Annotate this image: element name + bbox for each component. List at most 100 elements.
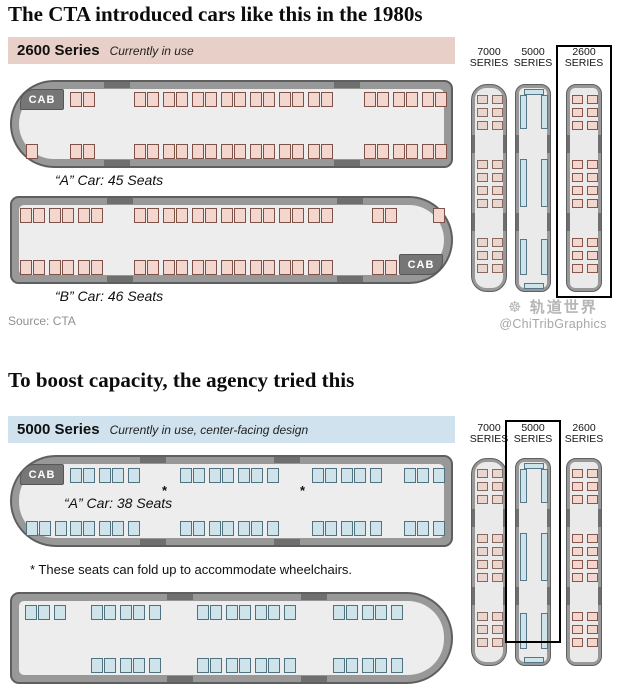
seat (255, 605, 267, 620)
seat (209, 521, 221, 536)
cab-label: CAB (20, 89, 64, 110)
seat (292, 144, 304, 159)
seat (250, 92, 262, 107)
caption-car-b-2600: “B” Car: 46 Seats (55, 288, 164, 304)
seat (120, 658, 132, 673)
mini-seat (477, 121, 488, 130)
seat (147, 208, 159, 223)
seat (192, 92, 204, 107)
mini-seat (492, 199, 503, 208)
series-column-header-7000: 7000 SERIES (464, 47, 514, 69)
seat (391, 658, 403, 673)
seat (83, 521, 95, 536)
seat (210, 605, 222, 620)
seat (362, 658, 374, 673)
seat (54, 605, 66, 620)
seat (25, 605, 37, 620)
door-mark (301, 676, 327, 682)
mini-seat (520, 533, 527, 581)
mini-seat (572, 264, 583, 273)
train-car-5000-b-partial (10, 592, 453, 684)
seat (354, 468, 366, 483)
mini-seat (520, 469, 527, 503)
seat (433, 521, 445, 536)
seat (99, 468, 111, 483)
seat (221, 92, 233, 107)
seat (226, 605, 238, 620)
mini-seat (477, 238, 488, 247)
mini-seat (492, 495, 503, 504)
seat (192, 260, 204, 275)
series-word: SERIES (513, 57, 553, 69)
seat (308, 208, 320, 223)
mini-seat (587, 238, 598, 247)
seat (377, 144, 389, 159)
seat (341, 468, 353, 483)
seat (134, 144, 146, 159)
mini-car-7000-top (471, 84, 507, 292)
seat (251, 468, 263, 483)
mini-seat (492, 469, 503, 478)
seat (83, 92, 95, 107)
mini-seat (587, 186, 598, 195)
series-column-header-5000-s2: 5000 SERIES (508, 423, 558, 445)
selected-series-highlight-2600 (556, 45, 612, 298)
seat (20, 260, 32, 275)
seat (99, 521, 111, 536)
mini-seat (477, 251, 488, 260)
series-word: SERIES (469, 57, 509, 69)
seat (39, 521, 51, 536)
seat (385, 208, 397, 223)
mini-door-mark (598, 135, 601, 153)
seat (70, 92, 82, 107)
mini-seat (587, 251, 598, 260)
mini-seat (587, 173, 598, 182)
seat (422, 144, 434, 159)
seat (393, 144, 405, 159)
series-number: 7000 (477, 422, 501, 434)
seat (234, 92, 246, 107)
rail-world-logo-text: 轨道世界 (529, 299, 598, 316)
seat (70, 468, 82, 483)
series-number: 5000 (521, 422, 545, 434)
mini-seat (572, 238, 583, 247)
mini-seat (492, 173, 503, 182)
mini-seat (572, 573, 583, 582)
series-column-header-7000-s2: 7000 SERIES (464, 423, 514, 445)
mini-seat (477, 547, 488, 556)
seat (205, 92, 217, 107)
mini-seat (477, 160, 488, 169)
seat (163, 260, 175, 275)
mini-car-5000-bottom (515, 458, 551, 666)
mini-seat (587, 495, 598, 504)
seat (385, 260, 397, 275)
seat (268, 605, 280, 620)
seat (279, 144, 291, 159)
mini-seat (587, 108, 598, 117)
seat (422, 92, 434, 107)
door-mark (140, 457, 166, 463)
mini-seat (492, 186, 503, 195)
selected-series-highlight-5000 (505, 420, 561, 643)
seat (133, 605, 145, 620)
mini-seat (587, 547, 598, 556)
mini-seat (492, 534, 503, 543)
series-banner-2600: 2600 Series Currently in use (8, 37, 455, 64)
seat (33, 208, 45, 223)
mini-seat (477, 186, 488, 195)
door-mark (167, 676, 193, 682)
mini-seat (572, 95, 583, 104)
seat (370, 521, 382, 536)
seat (192, 208, 204, 223)
mini-seat (492, 160, 503, 169)
mini-door-mark (503, 213, 506, 231)
seat (325, 521, 337, 536)
seat (267, 468, 279, 483)
mini-seat (572, 469, 583, 478)
seat (250, 208, 262, 223)
series-banner-5000: 5000 Series Currently in use, center-fac… (8, 416, 455, 443)
mini-seat (587, 534, 598, 543)
mini-door-mark (472, 587, 475, 605)
mini-door-mark (598, 587, 601, 605)
headline-boost-capacity: To boost capacity, the agency tried this (8, 368, 355, 392)
